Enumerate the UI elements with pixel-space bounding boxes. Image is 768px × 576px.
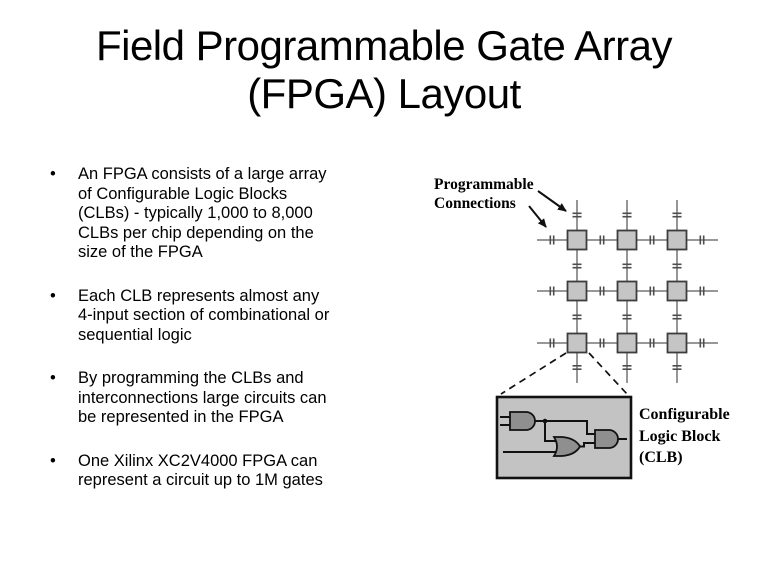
- clb-cell: [666, 229, 688, 251]
- or-gate-icon: [552, 436, 582, 457]
- text-line: represent a circuit up to 1M gates: [78, 471, 323, 489]
- and1-input-wires: [500, 416, 510, 426]
- text-line: CLBs per chip depending on the: [78, 223, 314, 242]
- text-line: of Configurable Logic Blocks: [78, 184, 288, 203]
- clb-cell: [666, 332, 688, 354]
- arrow-to-horizontal-connection-icon: [528, 205, 547, 228]
- text-line: interconnections large circuits can: [78, 388, 327, 407]
- or-output-wire: [580, 442, 595, 448]
- wire-to-or-top: [544, 421, 556, 442]
- text-line: One Xilinx XC2V4000 FPGA can: [78, 451, 318, 470]
- clb-zoom-box: [495, 395, 633, 480]
- and-gate-1-icon: [509, 411, 536, 431]
- clb-cell: [616, 229, 638, 251]
- clb-cell: [566, 229, 588, 251]
- arrow-to-vertical-connection-icon: [537, 190, 567, 212]
- text-line: (CLBs) - typically 1,000 to 8,000: [78, 204, 313, 222]
- text-line: sequential logic: [78, 325, 192, 344]
- text-line: An FPGA consists of a large array: [78, 165, 327, 183]
- clb-cell: [616, 280, 638, 302]
- text-line: Logic Block: [639, 427, 721, 445]
- wire-junction-dot: [542, 418, 548, 424]
- clb-grid: [537, 200, 718, 383]
- clb-cell: [666, 280, 688, 302]
- slide-title: Field Programmable Gate Array (FPGA) Lay…: [0, 22, 768, 118]
- text-line: Configurable: [639, 406, 730, 423]
- clb-cell: [566, 280, 588, 302]
- dashed-line-left: [500, 352, 567, 395]
- text-line: 4-input section of combinational or: [78, 306, 330, 324]
- wire-to-and2-top: [545, 420, 595, 435]
- text-line: (CLB): [639, 449, 683, 466]
- zoom-callout-dashed-lines: [500, 352, 628, 395]
- clb-cell: [616, 332, 638, 354]
- text-line: be represented in the FPGA: [78, 408, 284, 426]
- text-line: size of the FPGA: [78, 243, 203, 261]
- text-line: Each CLB represents almost any: [78, 286, 320, 305]
- label-arrows: [528, 190, 567, 228]
- text-line: By programming the CLBs and: [78, 369, 304, 387]
- clb-cell: [566, 332, 588, 354]
- text-line: Programmable: [434, 176, 534, 193]
- title-line-1: Field Programmable Gate Array: [95, 22, 673, 69]
- bullet-item-3: By programming the CLBs andinterconnecti…: [40, 369, 374, 428]
- text-line: Connections: [434, 195, 516, 212]
- and-gate-2-icon: [594, 429, 619, 449]
- clb-internal-wires: [500, 416, 627, 453]
- dashed-line-right: [588, 352, 628, 395]
- title-line-2: (FPGA) Layout: [247, 70, 521, 117]
